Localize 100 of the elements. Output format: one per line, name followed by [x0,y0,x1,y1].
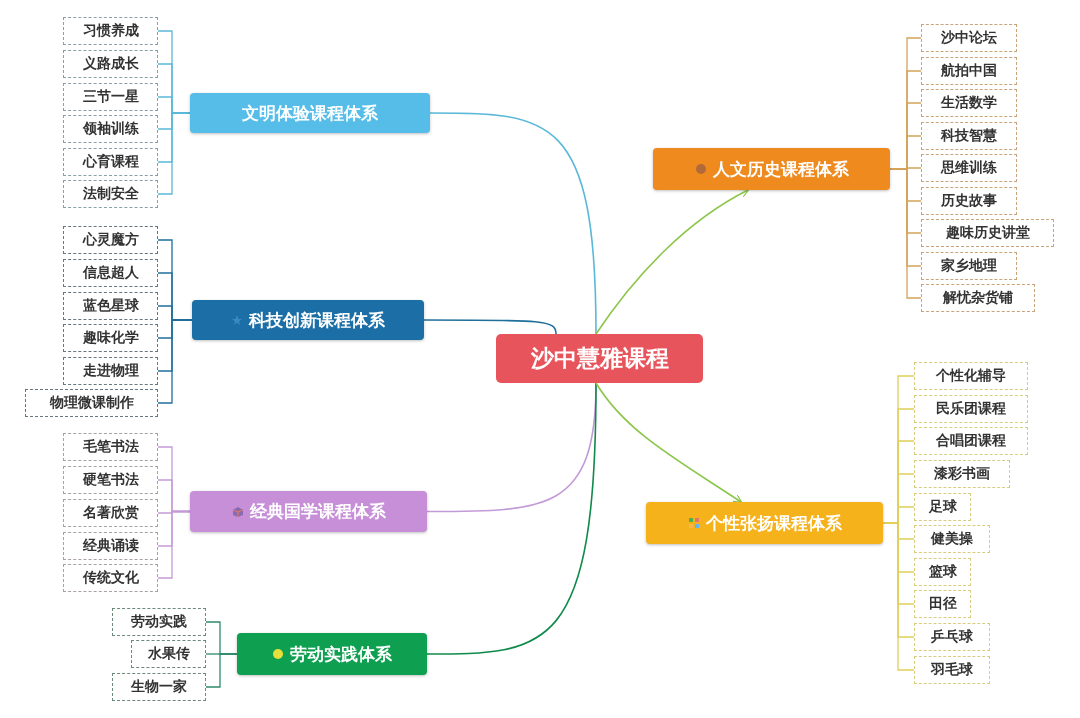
topic-label: 生物一家 [131,678,187,696]
topic-label: 思维训练 [941,159,997,177]
topic-label: 家乡地理 [941,257,997,275]
subtopic-box [921,252,1017,280]
topic-label: 篮球 [928,563,957,581]
topic-label: 解忧杂货铺 [943,289,1013,307]
topic-label: 个性化辅导 [936,367,1006,385]
connector [426,382,597,655]
topic-label: 个性张扬课程体系 [705,511,842,535]
subtopic-box [63,17,158,45]
topic-label: 文明体验课程体系 [242,101,378,125]
subtopic-box [112,608,206,636]
topic-label: 信息超人 [82,264,139,282]
connector [157,319,193,404]
topic-label: 劳动实践 [131,613,187,631]
topic-label: 硬笔书法 [82,471,139,489]
subtopic-box [63,357,158,385]
topic-label: 趣味历史讲堂 [945,224,1030,242]
connector [157,112,191,195]
subtopic-box [914,493,971,521]
topic-label: 名著欣赏 [82,504,139,522]
subtopic-box [63,499,158,527]
topic-label: 蓝色星球 [82,297,139,315]
topic-label: 足球 [928,498,957,516]
topic-box [237,633,427,675]
subtopic-box [914,525,990,553]
subtopic-box [131,640,206,668]
topic-label: 人文历史课程体系 [712,157,849,181]
subtopic-box [63,532,158,560]
subtopic-box [921,122,1017,150]
subtopic-box [921,57,1017,85]
topic-label: 健美操 [931,530,973,548]
subtopic-box [914,362,1028,390]
topic-label: 经典国学课程体系 [249,500,386,523]
topic-box [653,148,890,190]
topic-label: 航拍中国 [941,62,997,80]
topic-label: 田径 [928,595,957,613]
connector [157,510,191,579]
topic-label: 习惯养成 [82,22,139,40]
subtopic-box [914,460,1010,488]
topic-label: 水果传 [147,645,190,663]
topic-label: 合唱团课程 [936,432,1006,450]
subtopic-box [914,395,1028,423]
topic-label: 毛笔书法 [82,438,139,456]
topic-label: 科技智慧 [941,127,997,145]
topic-label: 走进物理 [82,362,139,380]
connector [205,653,238,688]
topic-label: 民乐团课程 [936,400,1006,418]
topic-label: 漆彩书画 [934,465,990,483]
topic-label: 沙中论坛 [941,29,997,47]
connector [882,522,915,671]
topic-label: 科技创新课程体系 [249,308,385,332]
topic-label: 趣味化学 [82,329,139,347]
topic-box [190,491,427,532]
topic-label: 劳动实践体系 [290,642,392,666]
topic-label: 乒乓球 [931,628,973,646]
subtopic-box [63,226,158,254]
topic-label: 三节一星 [82,88,139,106]
subtopic-box [63,50,158,78]
subtopic-box [921,154,1017,182]
subtopic-box [921,187,1017,215]
connector [595,382,743,504]
connector [429,112,597,335]
subtopic-box [63,259,158,287]
topic-label: 心灵魔方 [82,231,139,249]
subtopic-box [63,180,158,208]
subtopic-box [914,623,990,651]
subtopic-box [63,324,158,352]
subtopic-box [914,590,971,618]
topic-label: 经典诵读 [82,537,139,555]
topic-label: 历史故事 [941,192,997,210]
subtopic-box [914,558,971,586]
topic-label: 传统文化 [82,569,139,587]
topic-label: 领袖训练 [82,120,139,138]
subtopic-box [63,115,158,143]
connector [423,319,557,335]
connector [595,189,750,335]
topic-box [646,502,883,544]
subtopic-box [63,292,158,320]
root-topic-box [496,334,703,383]
subtopic-box [63,148,158,176]
subtopic-box [914,427,1028,455]
topic-label: 羽毛球 [931,661,973,679]
subtopic-box [921,24,1017,52]
subtopic-box [25,389,158,417]
topic-label: 心育课程 [82,153,139,171]
topic-label: 物理微课制作 [49,394,134,412]
topic-label: 生活数学 [941,94,997,112]
topic-label: 法制安全 [82,185,139,203]
subtopic-box [914,656,990,684]
subtopic-box [921,219,1054,247]
subtopic-box [63,564,158,592]
subtopic-box [112,673,206,701]
subtopic-box [63,83,158,111]
subtopic-box [921,89,1017,117]
subtopic-box [63,466,158,494]
topic-label: 沙中慧雅课程 [530,344,669,373]
subtopic-box [63,433,158,461]
topic-box [192,300,424,340]
topic-box [190,93,430,133]
